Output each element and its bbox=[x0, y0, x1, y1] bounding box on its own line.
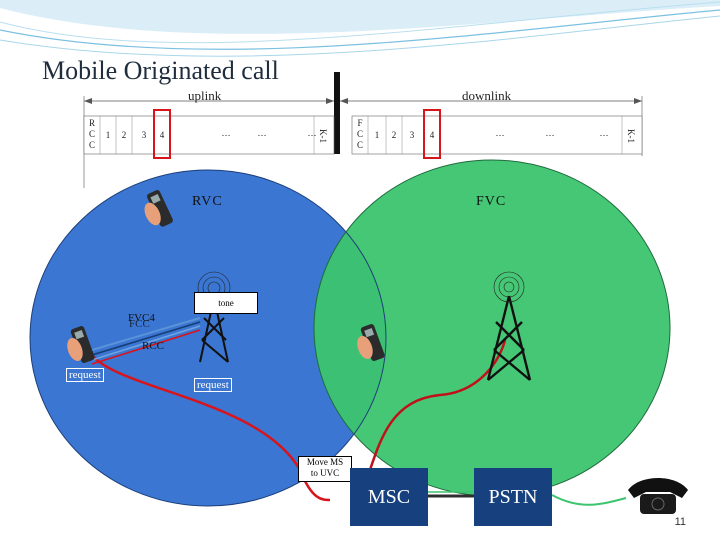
downlink-channel-strip bbox=[351, 115, 643, 155]
mobile-phone-left bbox=[67, 326, 95, 363]
page-title: Mobile Originated call bbox=[42, 56, 279, 85]
rvc-label: RVC bbox=[192, 194, 223, 209]
downlink-cell-1: 1 bbox=[374, 130, 380, 140]
mobile-phone-top bbox=[144, 190, 173, 227]
mobile-phone-center bbox=[357, 324, 385, 361]
uplink-cell-1: 1 bbox=[105, 130, 111, 140]
uplink-cell-4: 4 bbox=[159, 130, 165, 140]
pstn-box: PSTN bbox=[474, 468, 552, 526]
move-ms-box: Move MS to UVC bbox=[298, 456, 352, 482]
uplink-cell-ellipsis-2: … bbox=[257, 128, 267, 138]
uplink-cell-3: 3 bbox=[141, 130, 147, 140]
downlink-cell-k-1: K-1 bbox=[626, 129, 636, 143]
rcc-label: RCC bbox=[142, 340, 165, 352]
downlink-cell-ellipsis-1: … bbox=[495, 128, 505, 138]
msc-box: MSC bbox=[350, 468, 428, 526]
downlink-cell-4: 4 bbox=[429, 130, 435, 140]
downlink-cell-ellipsis-3: … bbox=[599, 128, 609, 138]
left-cell-area bbox=[30, 170, 386, 506]
downlink-cell-ellipsis-2: … bbox=[545, 128, 555, 138]
page-number: 11 bbox=[674, 516, 686, 528]
request-left-label: request bbox=[66, 368, 104, 382]
uplink-label: uplink bbox=[188, 88, 222, 103]
downlink-cell-3: 3 bbox=[409, 130, 415, 140]
uplink-channel-strip bbox=[83, 115, 335, 155]
tone-box: tone bbox=[194, 292, 258, 314]
downlink-label: downlink bbox=[462, 88, 512, 103]
uplink-cell-ellipsis-1: … bbox=[221, 128, 231, 138]
uplink-channel-4-highlight bbox=[153, 109, 171, 159]
downlink-channel-4-highlight bbox=[423, 109, 441, 159]
fvc-label: FVC bbox=[476, 194, 507, 209]
right-base-station bbox=[486, 295, 532, 381]
landline-phone-icon bbox=[628, 478, 688, 514]
downlink-cell-2: 2 bbox=[391, 130, 397, 140]
signal-path bbox=[91, 354, 331, 502]
uplink-cell-ellipsis-3: … bbox=[307, 128, 317, 138]
downlink-cell-fcc: F C C bbox=[356, 118, 363, 150]
header-swoosh bbox=[0, 0, 720, 57]
uplink-cell-2: 2 bbox=[121, 130, 127, 140]
right-tower-rings bbox=[493, 271, 525, 303]
request-center-label: request bbox=[194, 378, 232, 392]
divider-bar bbox=[334, 72, 340, 154]
uplink-cell-rcc: R C C bbox=[88, 118, 95, 150]
uplink-cell-k-1: K-1 bbox=[318, 129, 328, 143]
right-cell-area bbox=[314, 160, 670, 496]
fcc-label: FCC bbox=[129, 318, 150, 330]
fvc4-label: FVC4 bbox=[128, 312, 155, 324]
